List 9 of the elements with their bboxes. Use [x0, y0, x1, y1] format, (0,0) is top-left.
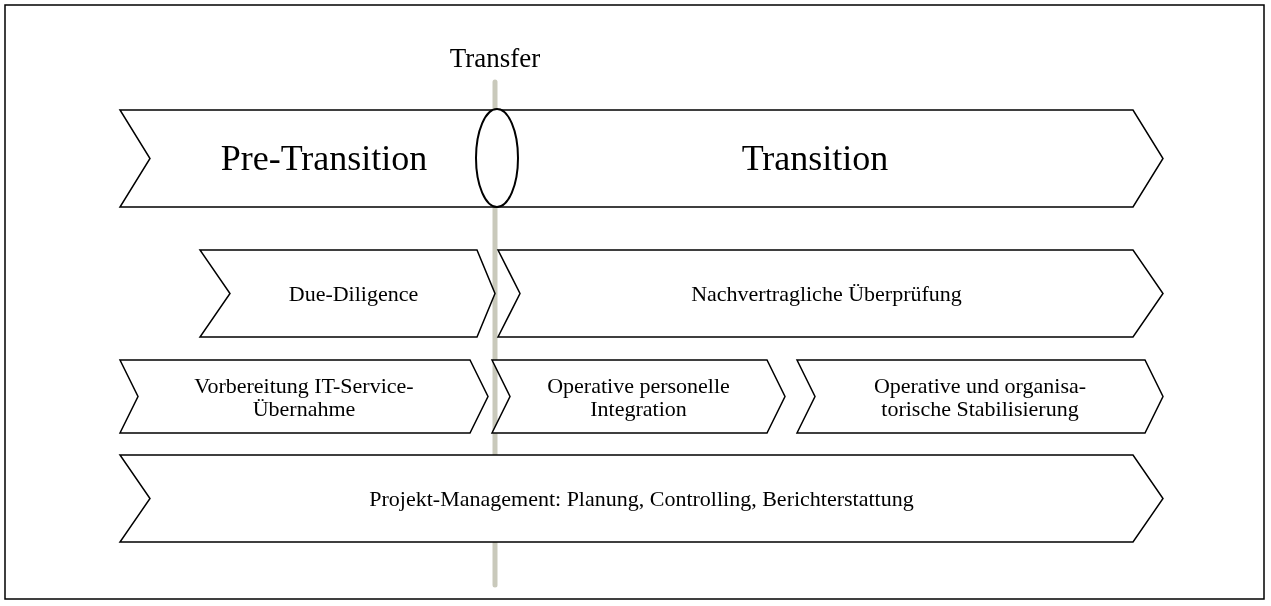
- phase-label: Transition: [740, 139, 890, 178]
- phase-label: Vorbereitung IT-Service-Übernahme: [193, 373, 415, 420]
- milestone-label: Transfer: [448, 44, 542, 73]
- phase-label: Due-Diligence: [287, 281, 420, 306]
- phase-label: Projekt-Management: Planung, Controlling, Berichterstattung: [368, 486, 915, 511]
- phase-label: Pre-Transition: [219, 139, 429, 178]
- phase-label: Nachvertragliche Überprüfung: [690, 281, 963, 306]
- phase-label: Operative und organisa-torische Stabilisierung: [872, 373, 1088, 420]
- phase-label: Operative personelle Integration: [546, 373, 731, 420]
